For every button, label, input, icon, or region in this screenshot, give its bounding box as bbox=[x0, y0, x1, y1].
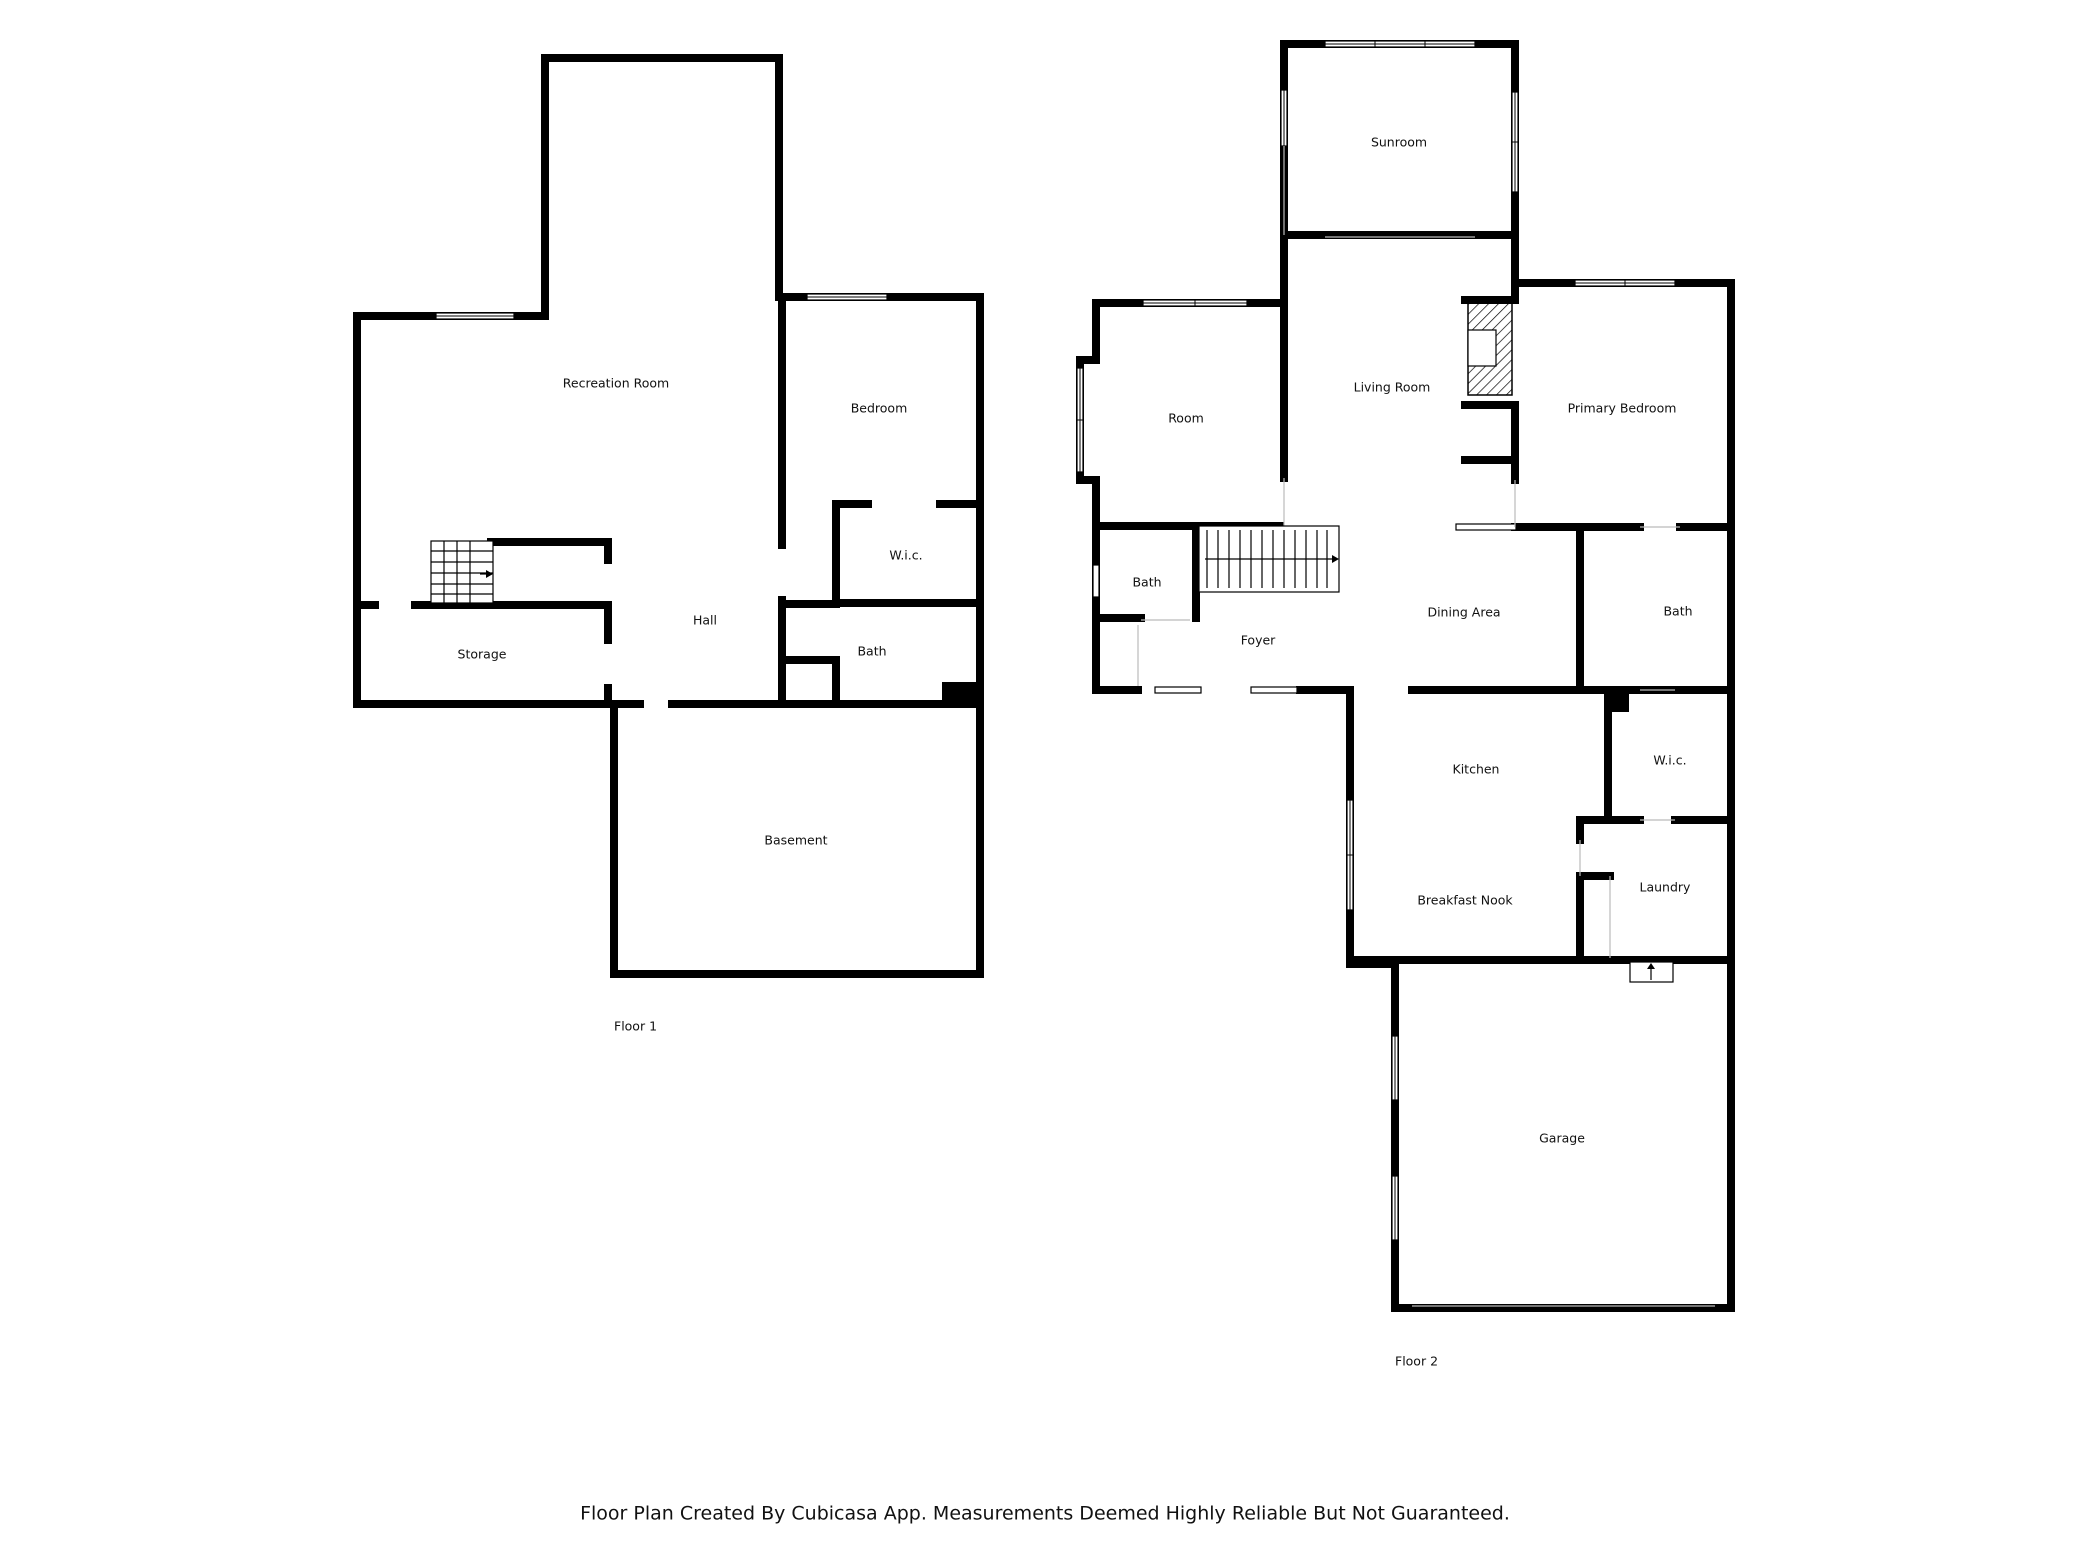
room-label-hall: Hall bbox=[693, 613, 717, 628]
floor-1-windows bbox=[435, 293, 888, 320]
room-label-recreation-room: Recreation Room bbox=[563, 376, 669, 391]
floor-1-plan: Recreation Room Bedroom W.i.c. Hall Stor… bbox=[353, 54, 984, 1034]
room-label-bath-right: Bath bbox=[1663, 604, 1692, 619]
floor-2-openings bbox=[1137, 146, 1715, 1307]
footer-disclaimer: Floor Plan Created By Cubicasa App. Meas… bbox=[580, 1503, 1510, 1525]
floor-2-interior-walls bbox=[1092, 231, 1735, 964]
floor-2-stairs bbox=[1198, 525, 1340, 593]
room-label-laundry: Laundry bbox=[1640, 880, 1692, 895]
room-label-basement: Basement bbox=[764, 833, 827, 848]
floor-1-room-labels: Recreation Room Bedroom W.i.c. Hall Stor… bbox=[458, 376, 923, 848]
room-label-bedroom: Bedroom bbox=[851, 401, 908, 416]
room-label-breakfast-nook: Breakfast Nook bbox=[1417, 893, 1513, 908]
floor-1-exterior-wall bbox=[353, 54, 984, 978]
room-label-dining-area: Dining Area bbox=[1427, 605, 1500, 620]
floor-2-label: Floor 2 bbox=[1395, 1354, 1438, 1369]
room-label-room: Room bbox=[1168, 411, 1204, 426]
room-label-kitchen: Kitchen bbox=[1453, 762, 1500, 777]
room-label-garage: Garage bbox=[1539, 1131, 1585, 1146]
room-label-bath-left: Bath bbox=[1132, 575, 1161, 590]
fireplace-icon bbox=[1467, 302, 1513, 396]
room-label-living-room: Living Room bbox=[1354, 380, 1431, 395]
garage-entry-step bbox=[1629, 961, 1674, 983]
floor-2-plan: Sunroom Living Room Room Primary Bedroom… bbox=[1076, 40, 1735, 1369]
floor-1-label: Floor 1 bbox=[614, 1019, 657, 1034]
room-label-foyer: Foyer bbox=[1241, 633, 1276, 648]
floor-2-windows bbox=[1076, 40, 1676, 1241]
room-label-wic: W.i.c. bbox=[889, 548, 922, 563]
room-label-wic: W.i.c. bbox=[1653, 753, 1686, 768]
floor-1-stairs bbox=[430, 540, 494, 604]
floor-2-room-labels: Sunroom Living Room Room Primary Bedroom… bbox=[1132, 135, 1692, 1146]
room-label-sunroom: Sunroom bbox=[1371, 135, 1427, 150]
room-label-bath: Bath bbox=[857, 644, 886, 659]
floor-1-interior-walls bbox=[353, 293, 984, 708]
room-label-primary-bedroom: Primary Bedroom bbox=[1568, 401, 1677, 416]
room-label-storage: Storage bbox=[458, 647, 507, 662]
